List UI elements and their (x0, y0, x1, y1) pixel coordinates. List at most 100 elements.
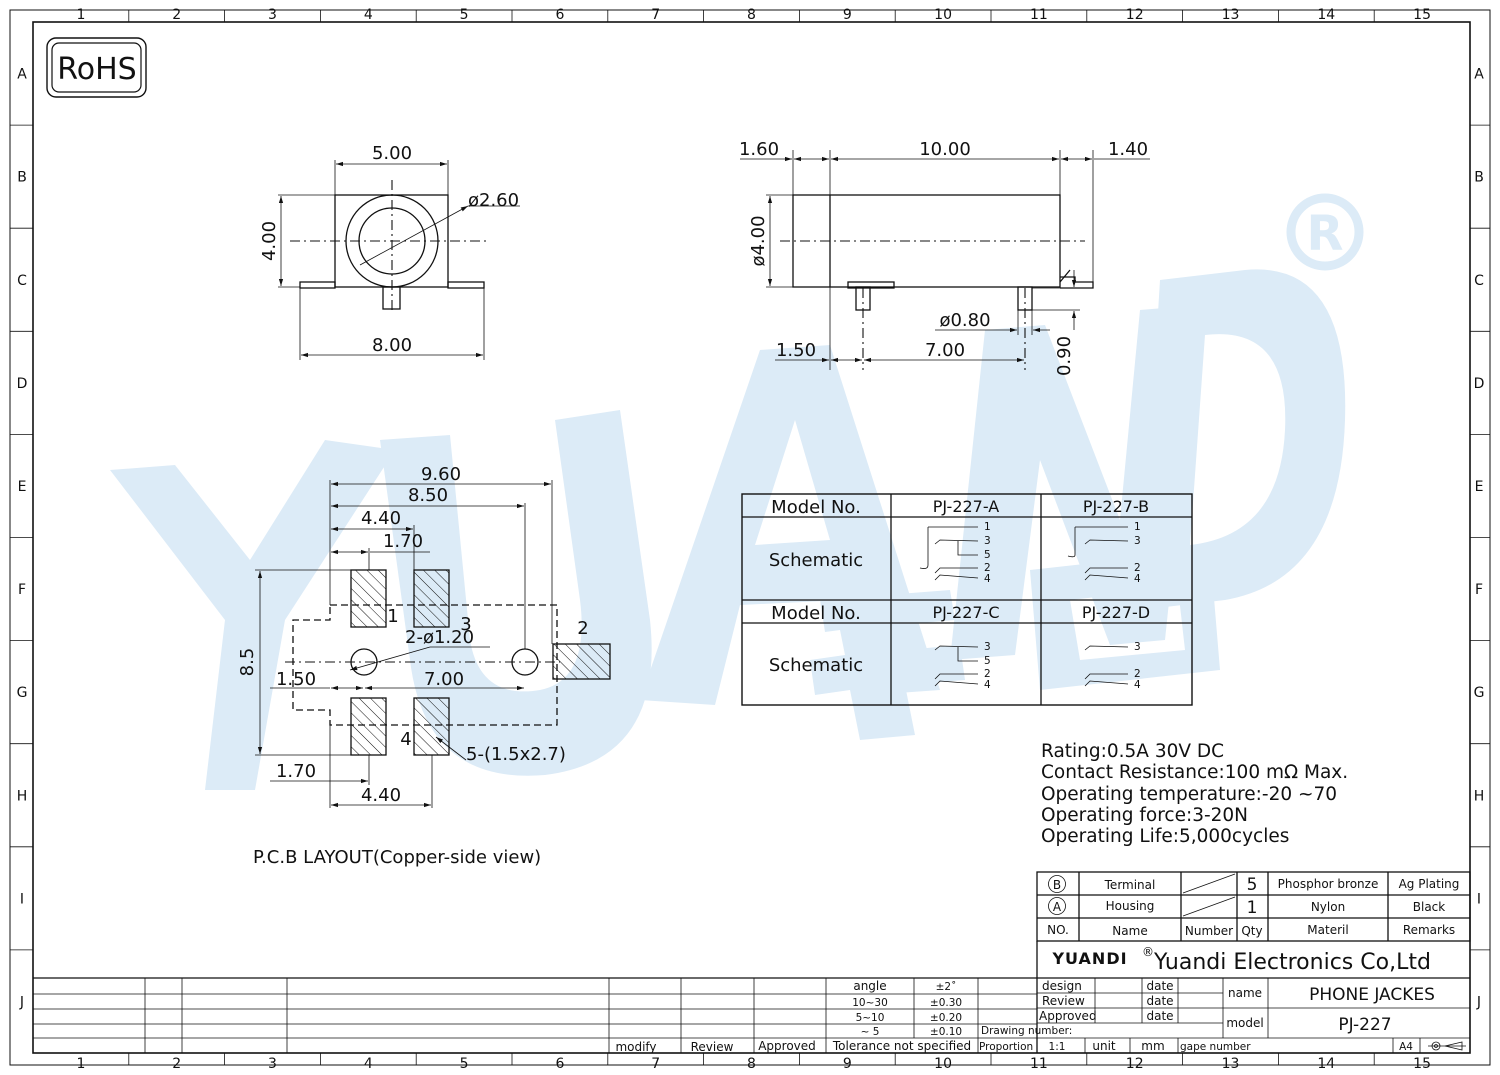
grid-row-label: G (17, 685, 28, 701)
tb-drawing-number: Drawing number: (981, 1025, 1072, 1037)
tb-paper-size: A4 (1399, 1041, 1413, 1053)
tb-range-2-tol: ±0.20 (930, 1012, 962, 1024)
side-length-dim: 10.00 (919, 139, 971, 160)
grid-row-label: I (1477, 891, 1481, 907)
pad-2 (552, 643, 611, 680)
model-b-label: PJ-227-B (1083, 497, 1149, 516)
pin-diameter-dim: ø0.80 (939, 310, 990, 331)
bom-b-remarks: Ag Plating (1399, 877, 1460, 891)
tb-date-2: date (1146, 994, 1173, 1008)
tb-range-2: 5~10 (856, 1012, 885, 1024)
svg-text:5: 5 (984, 655, 991, 667)
bom-table: B A Terminal Housing 5 1 Phosphor bronze… (1036, 871, 1471, 942)
grid-col-label: 11 (1030, 7, 1048, 23)
tb-range-1-tol: ±0.30 (930, 997, 962, 1009)
bom-header-qty: Qty (1241, 924, 1262, 938)
model-a-label: PJ-227-A (933, 497, 1000, 516)
side-view: 1.60 10.00 1.40 ø4.00 ø0.80 0.90 1.50 7.… (739, 139, 1150, 376)
pin-1-label: 1 (387, 606, 398, 627)
grid-col-label: 5 (460, 7, 469, 23)
grid-col-label: 14 (1317, 7, 1335, 23)
schematic-b: 1 3 2 4 (1067, 521, 1141, 585)
schematic-a: 1 3 5 2 4 (919, 521, 991, 585)
model-c-label: PJ-227-C (932, 603, 999, 622)
grid-col-label: 8 (747, 1056, 756, 1072)
pcb-bottom-span-dim: 4.40 (361, 785, 401, 806)
pin-pitch-dim: 7.00 (925, 340, 965, 361)
pin-offset-dim: 1.50 (776, 340, 816, 361)
svg-text:R: R (1307, 206, 1344, 262)
grid-row-label: J (19, 994, 24, 1010)
grid-col-label: 2 (172, 7, 181, 23)
front-width-dim: 5.00 (372, 143, 412, 164)
bom-b-marker: B (1053, 878, 1061, 892)
pin-3-label: 3 (460, 614, 471, 635)
tb-model-value: PJ-227 (1338, 1015, 1391, 1035)
grid-col-label: 3 (268, 1056, 277, 1072)
grid-col-label: 14 (1317, 1056, 1335, 1072)
pcb-caption: P.C.B LAYOUT(Copper-side view) (253, 847, 541, 868)
specifications: Rating:0.5A 30V DC Contact Resistance:10… (1041, 741, 1348, 847)
grid-row-label: E (1475, 479, 1484, 495)
grid-col-label: 12 (1126, 1056, 1144, 1072)
pcb-pad-span-dim: 4.40 (361, 508, 401, 529)
side-left-dim: 1.60 (739, 139, 779, 160)
grid-row-label: H (1474, 788, 1485, 804)
bom-a-material: Nylon (1311, 900, 1345, 914)
pad-1 (350, 569, 387, 628)
grid-col-label: 12 (1126, 7, 1144, 23)
schematic-c: 3 5 2 4 (934, 641, 991, 691)
svg-text:1: 1 (984, 521, 991, 533)
model-no-header: Model No. (771, 497, 861, 518)
svg-text:4: 4 (1134, 679, 1141, 691)
grid-row-label: D (17, 376, 28, 392)
svg-text:3: 3 (984, 535, 991, 547)
spec-temperature: Operating temperature:-20 ~70 (1041, 784, 1337, 805)
model-table: Model No. PJ-227-A PJ-227-B Schematic Mo… (741, 493, 1193, 706)
bom-b-name: Terminal (1104, 878, 1156, 892)
grid-col-label: 15 (1413, 1056, 1431, 1072)
bom-header-material: Materil (1307, 923, 1348, 937)
grid-row-label: D (1474, 376, 1485, 392)
title-block: modify Review Approved angle ±2˚ 10~30 ±… (33, 941, 1470, 1054)
pin-2-label: 2 (577, 618, 588, 639)
model-d-label: PJ-227-D (1082, 603, 1150, 622)
svg-text:2: 2 (984, 562, 991, 574)
pcb-width-dim: 9.60 (421, 464, 461, 485)
bom-a-marker: A (1053, 900, 1062, 914)
grid-col-label: 11 (1030, 1056, 1048, 1072)
grid-row-label: I (20, 891, 24, 907)
schematic-d: 3 2 4 (1084, 641, 1141, 691)
grid-col-label: 15 (1413, 7, 1431, 23)
grid-col-label: 1 (76, 7, 85, 23)
tb-unit-label: unit (1092, 1039, 1116, 1053)
grid-col-label: 13 (1222, 1056, 1240, 1072)
tb-angle-tol: ±2˚ (936, 981, 957, 993)
grid-col-label: 3 (268, 7, 277, 23)
pcb-pad-dim: 5-(1.5x2.7) (466, 744, 566, 765)
grid-row-label: E (18, 479, 27, 495)
pcb-hole-span-dim: 8.50 (408, 485, 448, 506)
schematic-row-label: Schematic (769, 550, 863, 571)
grid-col-label: 7 (651, 7, 660, 23)
bom-a-qty: 1 (1247, 898, 1258, 918)
grid-col-label: 10 (934, 7, 952, 23)
bom-a-name: Housing (1106, 899, 1155, 913)
svg-text:2: 2 (1134, 668, 1141, 680)
grid-row-label: A (17, 67, 27, 83)
grid-col-label: 5 (460, 1056, 469, 1072)
grid-col-label: 9 (843, 1056, 852, 1072)
tb-range-3: ~ 5 (861, 1026, 880, 1038)
tb-model-label: model (1226, 1016, 1263, 1030)
model-no-header-2: Model No. (771, 603, 861, 624)
grid-col-label: 4 (364, 1056, 373, 1072)
tb-design: design (1042, 979, 1082, 993)
svg-text:5: 5 (984, 549, 991, 561)
grid-col-label: 2 (172, 1056, 181, 1072)
grid-col-label: 10 (934, 1056, 952, 1072)
svg-text:2: 2 (984, 668, 991, 680)
